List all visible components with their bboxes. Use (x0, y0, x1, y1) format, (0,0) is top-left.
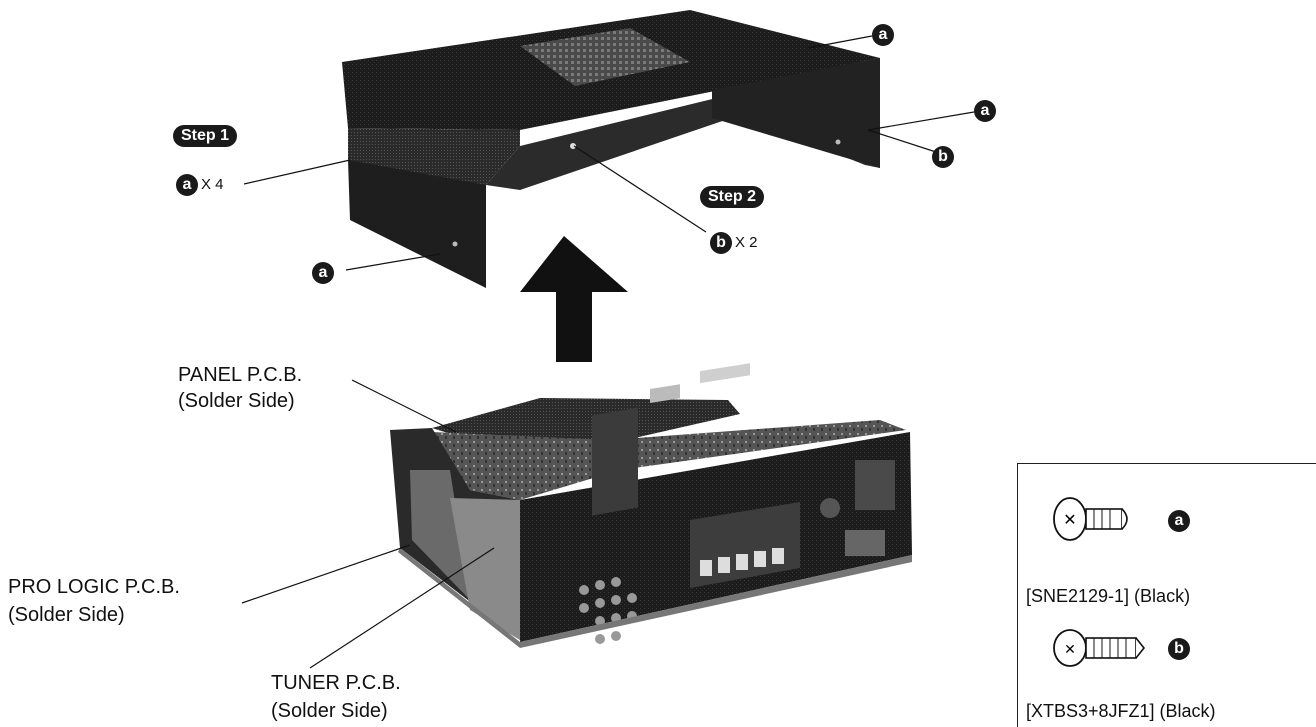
screw-marker-a: a (176, 174, 198, 196)
panel-pcb-label: PANEL P.C.B. (178, 364, 303, 386)
step-2-label: Step 2 (700, 186, 765, 208)
top-cover (342, 10, 880, 288)
pro-logic-pcb-label: PRO LOGIC P.C.B. (8, 576, 180, 598)
tuner-board (450, 498, 520, 640)
screw-b-part-number: [XTBS3+8JFZ1] (Black) (1026, 701, 1216, 721)
up-arrow-icon (520, 236, 628, 362)
screw-marker-a: a (974, 100, 996, 122)
screw-marker-b: b (932, 146, 954, 168)
panel-pcb-side-label: (Solder Side) (178, 390, 295, 412)
screw-b-icon: ✕ (1053, 629, 1146, 667)
screw-marker-a: a (872, 24, 894, 46)
screw-marker-a: a (312, 262, 334, 284)
screw-a-icon: ✕ (1053, 497, 1128, 541)
screw-b-count: X 2 (735, 234, 758, 251)
screw-a-part-number: [SNE2129-1] (Black) (1026, 586, 1191, 606)
svg-text:✕: ✕ (1063, 510, 1076, 529)
cover-vent-area (520, 28, 690, 86)
speaker-terminals (690, 502, 800, 588)
tuner-pcb-label: TUNER P.C.B. (271, 672, 401, 694)
tuner-pcb-side-label: (Solder Side) (271, 700, 388, 722)
cover-left-panel-lower (348, 160, 486, 288)
screw-a-count: X 4 (201, 176, 224, 193)
pro-logic-pcb-side-label: (Solder Side) (8, 604, 125, 626)
screw-marker-b: b (710, 232, 732, 254)
chassis-interior (432, 420, 906, 500)
screw-marker-a: a (1168, 510, 1190, 532)
svg-text:✕: ✕ (1064, 642, 1076, 658)
screw-legend: ✕ a [SNE2129-1] (Black) ✕ b [XTBS3+8JFZ1… (1017, 463, 1316, 727)
screw-marker-b: b (1168, 638, 1190, 660)
leader-lines (241, 35, 975, 669)
receiver-chassis (390, 363, 912, 648)
step-1-label: Step 1 (173, 125, 238, 147)
chassis-back-wall (432, 398, 740, 444)
